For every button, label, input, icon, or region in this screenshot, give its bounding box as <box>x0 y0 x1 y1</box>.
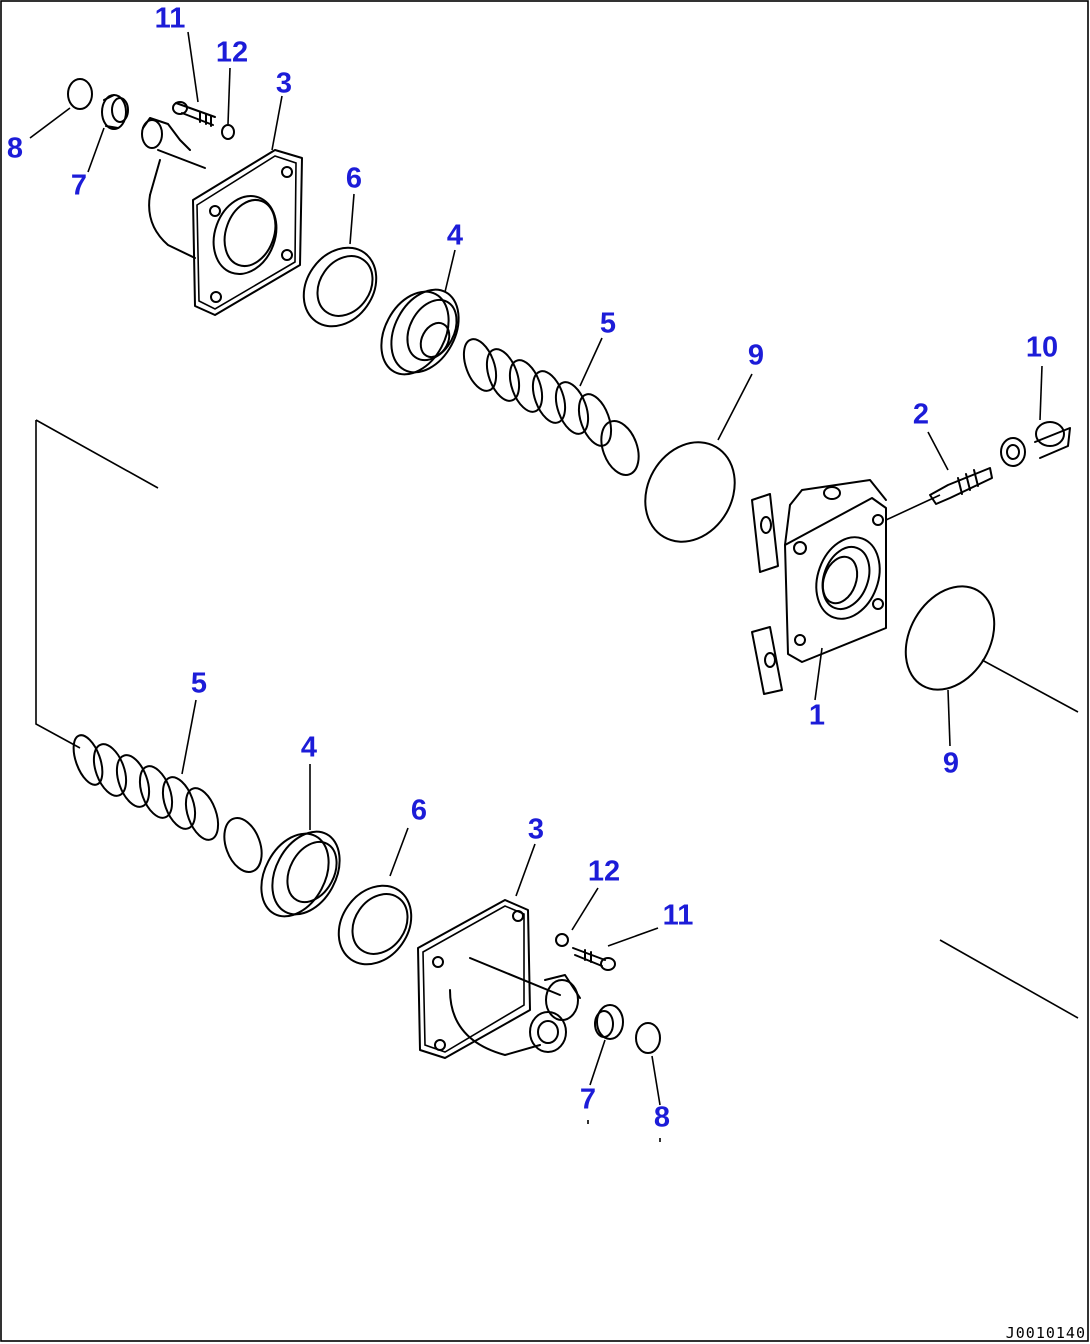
bottom-cover-3 <box>417 899 581 1059</box>
leader-lines <box>29 31 1079 1142</box>
bottom-plug-7 <box>594 1004 624 1040</box>
callout-5-bottom: 5 <box>190 667 208 700</box>
top-plug-7 <box>101 94 129 130</box>
callout-3-top: 3 <box>275 67 293 100</box>
callout-7-top: 7 <box>70 169 88 202</box>
callout-3-bottom: 3 <box>527 813 545 846</box>
callout-8-bottom: 8 <box>653 1101 671 1134</box>
mid-oring-9 <box>644 441 736 543</box>
bottom-bolt-11 <box>572 947 616 971</box>
callout-6-top: 6 <box>345 162 363 195</box>
top-spring-5 <box>462 338 640 476</box>
callout-7-bottom: 7 <box>579 1083 597 1116</box>
callout-5-top: 5 <box>599 307 617 340</box>
callout-11-bottom: 11 <box>662 899 694 932</box>
callout-6-bottom: 6 <box>410 794 428 827</box>
bottom-piston-4 <box>260 830 341 918</box>
fitting-2 <box>929 467 993 505</box>
top-piston-4 <box>380 288 460 376</box>
callout-8-top: 8 <box>6 132 24 165</box>
callout-4-bottom: 4 <box>300 731 318 764</box>
top-cap-8 <box>67 78 93 110</box>
bottom-seal-6 <box>337 884 413 966</box>
callout-10: 10 <box>1025 331 1059 364</box>
bottom-cap-8 <box>635 1022 661 1054</box>
valve-body-1 <box>751 479 941 695</box>
callout-4-top: 4 <box>446 219 464 252</box>
callout-1: 1 <box>808 699 826 732</box>
bottom-spring-5 <box>72 734 263 873</box>
right-oring-9 <box>904 585 996 691</box>
callout-2: 2 <box>912 398 930 431</box>
top-washer-12 <box>221 124 235 140</box>
callout-9-right: 9 <box>942 747 960 780</box>
top-seal-6 <box>302 246 378 328</box>
drawing-code: J0010140 <box>1005 1324 1086 1342</box>
bottom-washer-12 <box>555 933 569 947</box>
callout-12-top: 12 <box>215 36 249 69</box>
nipple-10 <box>1000 421 1071 467</box>
callout-9-mid: 9 <box>747 339 765 372</box>
callout-12-bottom: 12 <box>587 855 621 888</box>
callout-11-top: 11 <box>154 2 186 35</box>
top-cover-3 <box>141 117 303 316</box>
top-bolt-11 <box>172 101 216 127</box>
